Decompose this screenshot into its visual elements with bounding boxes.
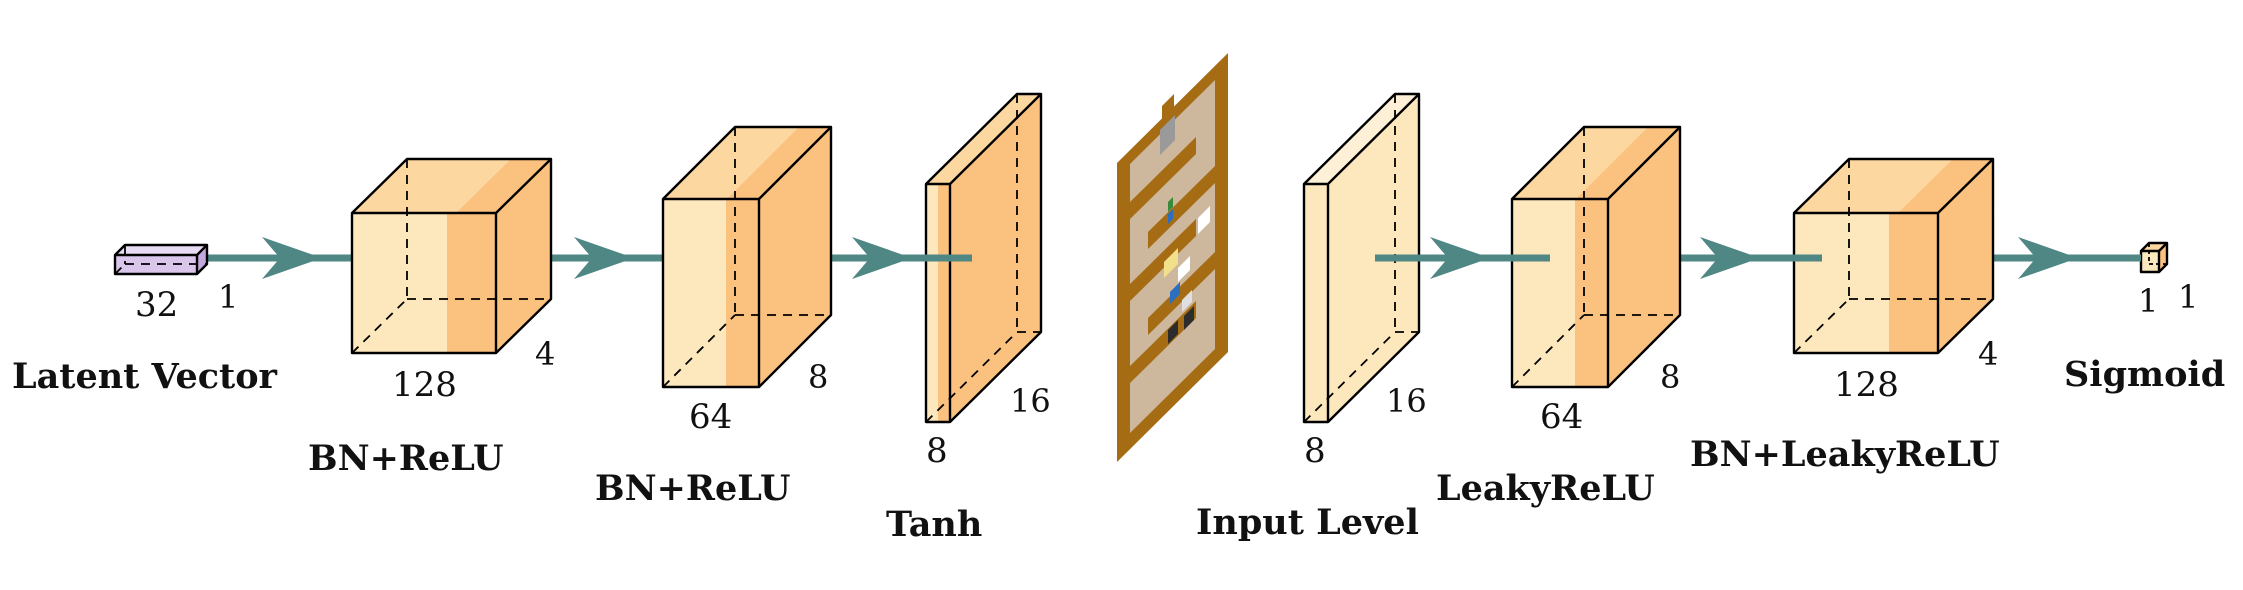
- disc1-dim-a: 8: [1304, 431, 1326, 471]
- latent-vector-block: [113, 243, 209, 276]
- gen2-dim-a-label: 64: [689, 397, 732, 437]
- gen-block-2: [661, 125, 833, 389]
- disc3-dim-a: 128: [1834, 365, 1899, 405]
- latent-dim-a: 32: [135, 285, 178, 325]
- caption-latent-vector: Latent Vector: [12, 356, 278, 397]
- gen-block-1: [350, 157, 553, 355]
- disc1-dim-b: 16: [1386, 382, 1427, 420]
- caption-gen3: Tanh: [886, 504, 982, 545]
- gen3-dim-b: 16: [1010, 382, 1051, 420]
- gen-block-3: [924, 92, 1043, 424]
- caption-disc3: BN+LeakyReLU: [1690, 434, 2000, 475]
- gen2-dim-b: 8: [808, 358, 828, 396]
- disc-block-2: [1510, 125, 1682, 389]
- output-dim-b: 1: [2178, 278, 2198, 316]
- caption-input-level: Input Level: [1196, 502, 1419, 543]
- disc2-dim-a: 64: [1540, 397, 1583, 437]
- caption-output: Sigmoid: [2064, 354, 2225, 395]
- gen1-dim-b: 4: [535, 335, 555, 373]
- output-dim-a: 1: [2138, 282, 2158, 320]
- disc2-dim-b: 8: [1660, 358, 1680, 396]
- gen3-dim-a: 8: [926, 431, 948, 471]
- gen1-dim-a: 128: [392, 365, 457, 405]
- disc-block-3: [1792, 157, 1995, 355]
- caption-disc2: LeakyReLU: [1436, 468, 1655, 509]
- caption-gen1: BN+ReLU: [308, 438, 503, 479]
- input-level-image: [1117, 53, 1228, 462]
- output-unit-block: [2139, 241, 2169, 274]
- disc-block-1: [1302, 92, 1421, 424]
- latent-dim-b: 1: [218, 278, 238, 316]
- dimension-labels: 32 1 128 4 128 64 8 8 16 8 16 64 8 128 4…: [135, 278, 2198, 471]
- disc3-dim-b: 4: [1978, 335, 1998, 373]
- layer-captions: Latent Vector BN+ReLU BN+ReLU Tanh Input…: [12, 354, 2225, 545]
- caption-gen2: BN+ReLU: [595, 468, 790, 509]
